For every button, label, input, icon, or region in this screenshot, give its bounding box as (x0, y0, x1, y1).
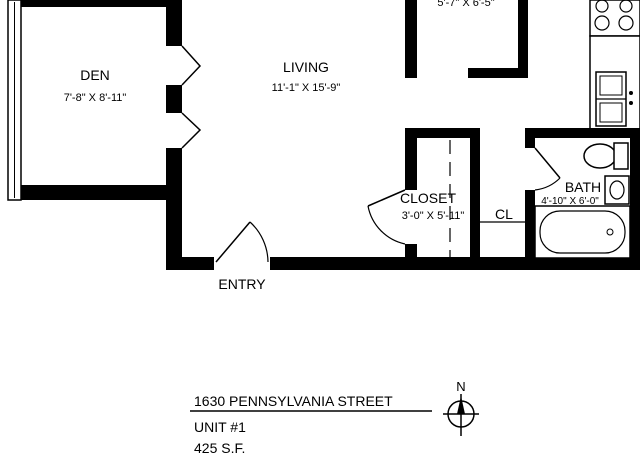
sink-basin (599, 75, 623, 96)
faucet-icon (629, 101, 633, 105)
toilet-bowl (583, 143, 617, 169)
kitchen-bottom-wall (468, 68, 528, 78)
kitchen-dimensions: 5'-7" X 6'-5" (437, 0, 494, 9)
area-text: 425 S.F. (194, 440, 245, 456)
closet-top-wall (405, 128, 480, 138)
bath-left-wall-lower (525, 190, 535, 260)
north-label: N (456, 379, 465, 394)
closet-door-swing (367, 205, 406, 245)
kitchen-left-wall (405, 0, 417, 78)
living-label: LIVING (283, 59, 329, 75)
den-room: DEN 7'-8" X 8'-11" (7, 0, 202, 201)
toilet-tank (613, 142, 629, 170)
den-folding-door-lower (181, 112, 202, 149)
living-dimensions: 11'-1" X 15'-9" (272, 82, 341, 94)
entry-wall-left (166, 257, 214, 270)
den-dimensions: 7'-8" X 8'-11" (64, 92, 127, 104)
den-top-wall (10, 0, 170, 7)
stove-burner (595, 0, 609, 13)
bath-top-wall (525, 128, 640, 138)
sink-basin (599, 102, 623, 123)
closet: CLOSET 3'-0" X 5'-11" CL (367, 128, 525, 260)
bath-door-swing (534, 177, 561, 191)
bath-room: BATH 4'-10" X 6'-0" (525, 128, 640, 260)
entry-door-swing (249, 221, 269, 263)
drain-icon (606, 228, 614, 236)
entry-label: ENTRY (218, 276, 266, 292)
closet-left-wall-upper (405, 128, 417, 190)
living-bottom-wall (270, 257, 640, 270)
closet-door-leaf (367, 189, 406, 207)
kitchen-area: 5'-7" X 6'-5" (405, 0, 640, 131)
address-text: 1630 PENNSYLVANIA STREET (194, 393, 393, 409)
bath-left-wall-upper (525, 128, 535, 148)
cl-label: CL (495, 206, 513, 222)
unit-text: UNIT #1 (194, 419, 246, 435)
stove-burner (618, 15, 634, 31)
den-right-wall-upper (166, 0, 182, 46)
kitchen-right-wall (518, 0, 528, 78)
den-right-wall-lower (166, 148, 182, 188)
faucet-icon (629, 91, 633, 95)
living-room: LIVING 11'-1" X 15'-9" ENTRY (166, 59, 640, 292)
living-left-wall (166, 185, 182, 270)
bathtub-basin (539, 210, 626, 254)
bath-dimensions: 4'-10" X 6'-0" (541, 196, 599, 207)
stove-burner (619, 0, 633, 13)
closet-right-wall (470, 128, 480, 260)
den-folding-door-upper (181, 45, 202, 86)
bath-right-wall (630, 128, 640, 260)
north-arrow-icon: N (443, 379, 479, 436)
den-bottom-wall (8, 185, 175, 200)
title-block: 1630 PENNSYLVANIA STREET UNIT #1 425 S.F… (190, 393, 432, 456)
bathtub (534, 205, 631, 259)
bath-door-leaf (534, 147, 561, 179)
closet-left-wall-lower (405, 244, 417, 260)
den-right-wall-mid (166, 85, 182, 113)
closet-dimensions: 3'-0" X 5'-11" (402, 210, 465, 222)
entry-door-leaf (215, 221, 251, 263)
den-label: DEN (80, 67, 110, 83)
stove-burner (594, 15, 610, 31)
closet-label: CLOSET (400, 190, 456, 206)
bath-label: BATH (565, 179, 601, 195)
bath-sink (604, 175, 630, 205)
